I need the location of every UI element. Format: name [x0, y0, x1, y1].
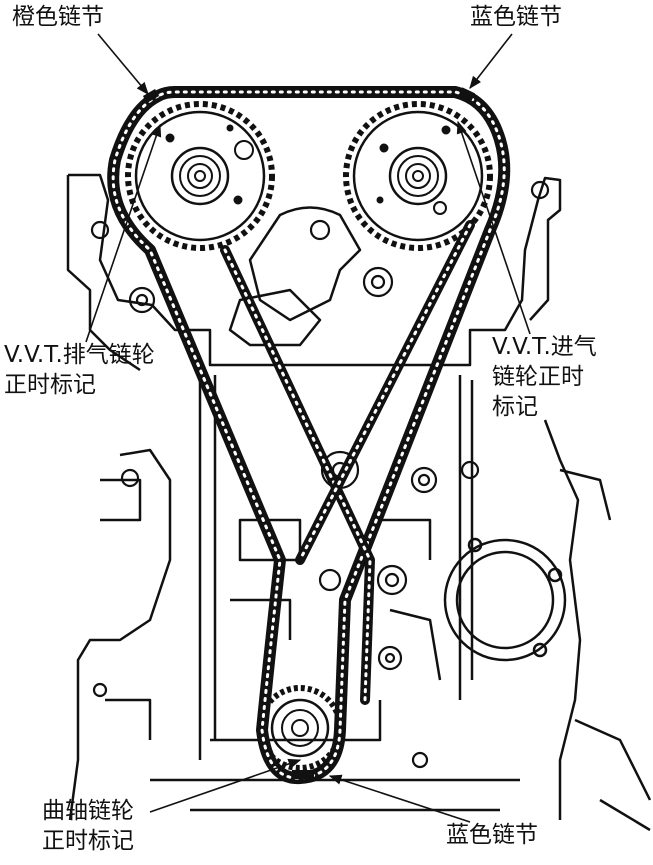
- vvt-exhaust-line1: V.V.T.排气链轮: [4, 342, 155, 368]
- leader-blue-bottom: [328, 774, 471, 823]
- leader-lines: [85, 33, 531, 823]
- leader-intake-mark: [456, 120, 531, 335]
- leader-blue-top: [469, 33, 513, 90]
- blue-link-top-label: 蓝色链节: [470, 4, 562, 30]
- vvt-intake-line1: V.V.T.进气: [492, 334, 597, 360]
- crank-line1: 曲轴链轮: [42, 798, 134, 824]
- intake-cam-sprocket: [343, 101, 493, 251]
- exhaust-cam-sprocket: [125, 101, 275, 251]
- crank-mark-label: 曲轴链轮 正时标记: [42, 796, 134, 856]
- vvt-exhaust-line2: 正时标记: [4, 372, 96, 398]
- vvt-intake-line2: 链轮正时: [492, 364, 584, 390]
- pump-housing: [443, 537, 567, 662]
- crank-line2: 正时标记: [42, 828, 134, 854]
- leader-orange-link: [97, 33, 149, 95]
- leader-crank-mark: [149, 758, 302, 813]
- vvt-exhaust-mark-label: V.V.T.排气链轮 正时标记: [4, 340, 155, 400]
- blue-link-bottom-label: 蓝色链节: [446, 822, 538, 848]
- engine-block: [66, 173, 652, 832]
- orange-link-label: 橙色链节: [12, 4, 104, 30]
- timing-chain: [107, 86, 511, 785]
- vvt-intake-line3: 标记: [492, 394, 538, 420]
- leader-exhaust-mark: [85, 123, 162, 343]
- chain-link-markers: [142, 87, 476, 779]
- vvt-intake-mark-label: V.V.T.进气 链轮正时 标记: [492, 332, 597, 422]
